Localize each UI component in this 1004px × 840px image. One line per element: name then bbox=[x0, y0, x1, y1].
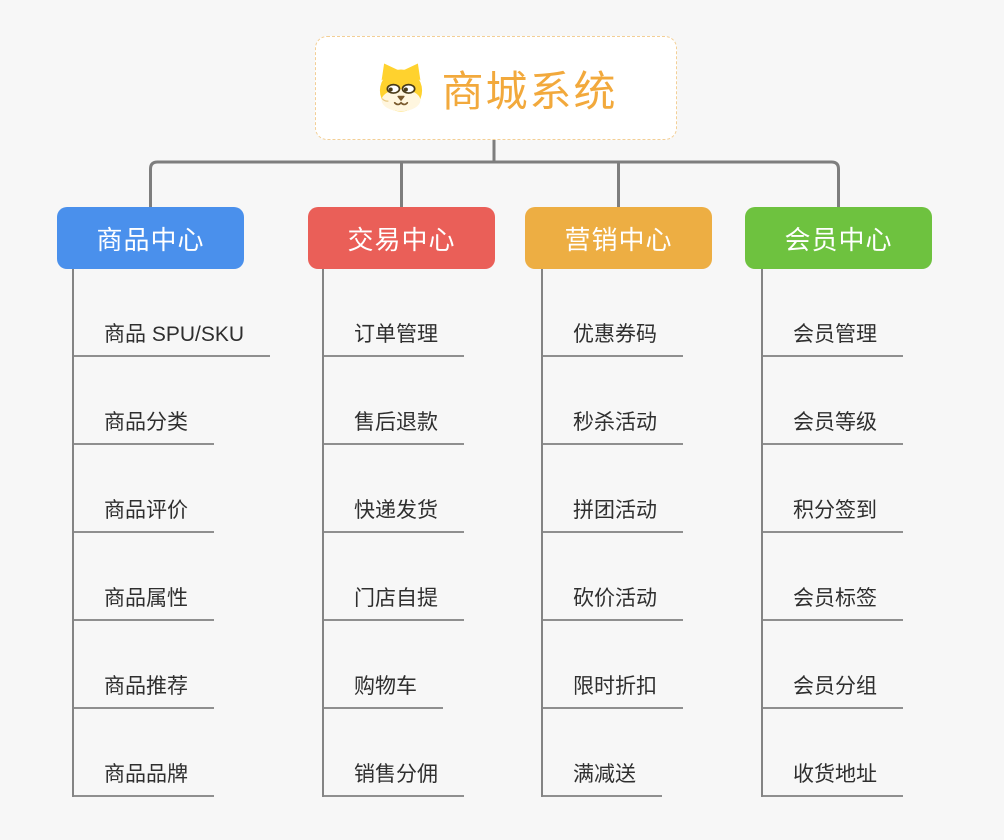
branch-vertical-line bbox=[322, 269, 324, 797]
dog-face-icon bbox=[380, 63, 423, 112]
leaf-node[interactable]: 拼团活动 bbox=[541, 445, 683, 533]
leaf-node[interactable]: 会员管理 bbox=[761, 269, 903, 357]
leaf-node[interactable]: 商品推荐 bbox=[72, 621, 214, 709]
leaf-node[interactable]: 售后退款 bbox=[322, 357, 464, 445]
leaf-column-member: 会员管理 会员等级 积分签到 会员标签 会员分组 收货地址 bbox=[761, 269, 903, 799]
leaf-node[interactable]: 商品评价 bbox=[72, 445, 214, 533]
leaf-node[interactable]: 积分签到 bbox=[761, 445, 903, 533]
leaf-node[interactable]: 快递发货 bbox=[322, 445, 464, 533]
branch-vertical-line bbox=[541, 269, 543, 797]
branch-label: 交易中心 bbox=[347, 224, 456, 255]
leaf-node[interactable]: 购物车 bbox=[322, 621, 443, 709]
leaf-node[interactable]: 订单管理 bbox=[322, 269, 464, 357]
branch-label: 营销中心 bbox=[564, 224, 673, 255]
branch-vertical-line bbox=[72, 269, 74, 797]
leaf-node[interactable]: 限时折扣 bbox=[541, 621, 683, 709]
leaf-node[interactable]: 门店自提 bbox=[322, 533, 464, 621]
branch-vertical-line bbox=[761, 269, 763, 797]
leaf-node[interactable]: 商品 SPU/SKU bbox=[72, 269, 271, 357]
leaf-node[interactable]: 商品品牌 bbox=[72, 709, 214, 797]
leaf-node[interactable]: 会员标签 bbox=[761, 533, 903, 621]
leaf-node[interactable]: 销售分佣 bbox=[322, 709, 464, 797]
leaf-node[interactable]: 会员等级 bbox=[761, 357, 903, 445]
branch-label: 商品中心 bbox=[96, 224, 205, 255]
leaf-column-marketing: 优惠券码 秒杀活动 拼团活动 砍价活动 限时折扣 满减送 bbox=[541, 269, 683, 799]
root-title: 商城系统 bbox=[441, 67, 618, 115]
leaf-column-product: 商品 SPU/SKU 商品分类 商品评价 商品属性 商品推荐 商品品牌 bbox=[72, 269, 271, 799]
leaf-node[interactable]: 收货地址 bbox=[761, 709, 903, 797]
branch-label: 会员中心 bbox=[784, 224, 893, 255]
root-node[interactable]: 商城系统 bbox=[315, 36, 677, 140]
branch-node-trade-center[interactable]: 交易中心 bbox=[308, 207, 495, 269]
branch-node-member-center[interactable]: 会员中心 bbox=[745, 207, 932, 269]
branch-node-product-center[interactable]: 商品中心 bbox=[57, 207, 244, 269]
leaf-node[interactable]: 满减送 bbox=[541, 709, 662, 797]
leaf-node[interactable]: 商品属性 bbox=[72, 533, 214, 621]
leaf-node[interactable]: 优惠券码 bbox=[541, 269, 683, 357]
leaf-node[interactable]: 砍价活动 bbox=[541, 533, 683, 621]
leaf-node[interactable]: 会员分组 bbox=[761, 621, 903, 709]
leaf-node[interactable]: 商品分类 bbox=[72, 357, 214, 445]
leaf-node[interactable]: 秒杀活动 bbox=[541, 357, 683, 445]
branch-node-marketing-center[interactable]: 营销中心 bbox=[525, 207, 712, 269]
leaf-column-trade: 订单管理 售后退款 快递发货 门店自提 购物车 销售分佣 bbox=[322, 269, 464, 799]
